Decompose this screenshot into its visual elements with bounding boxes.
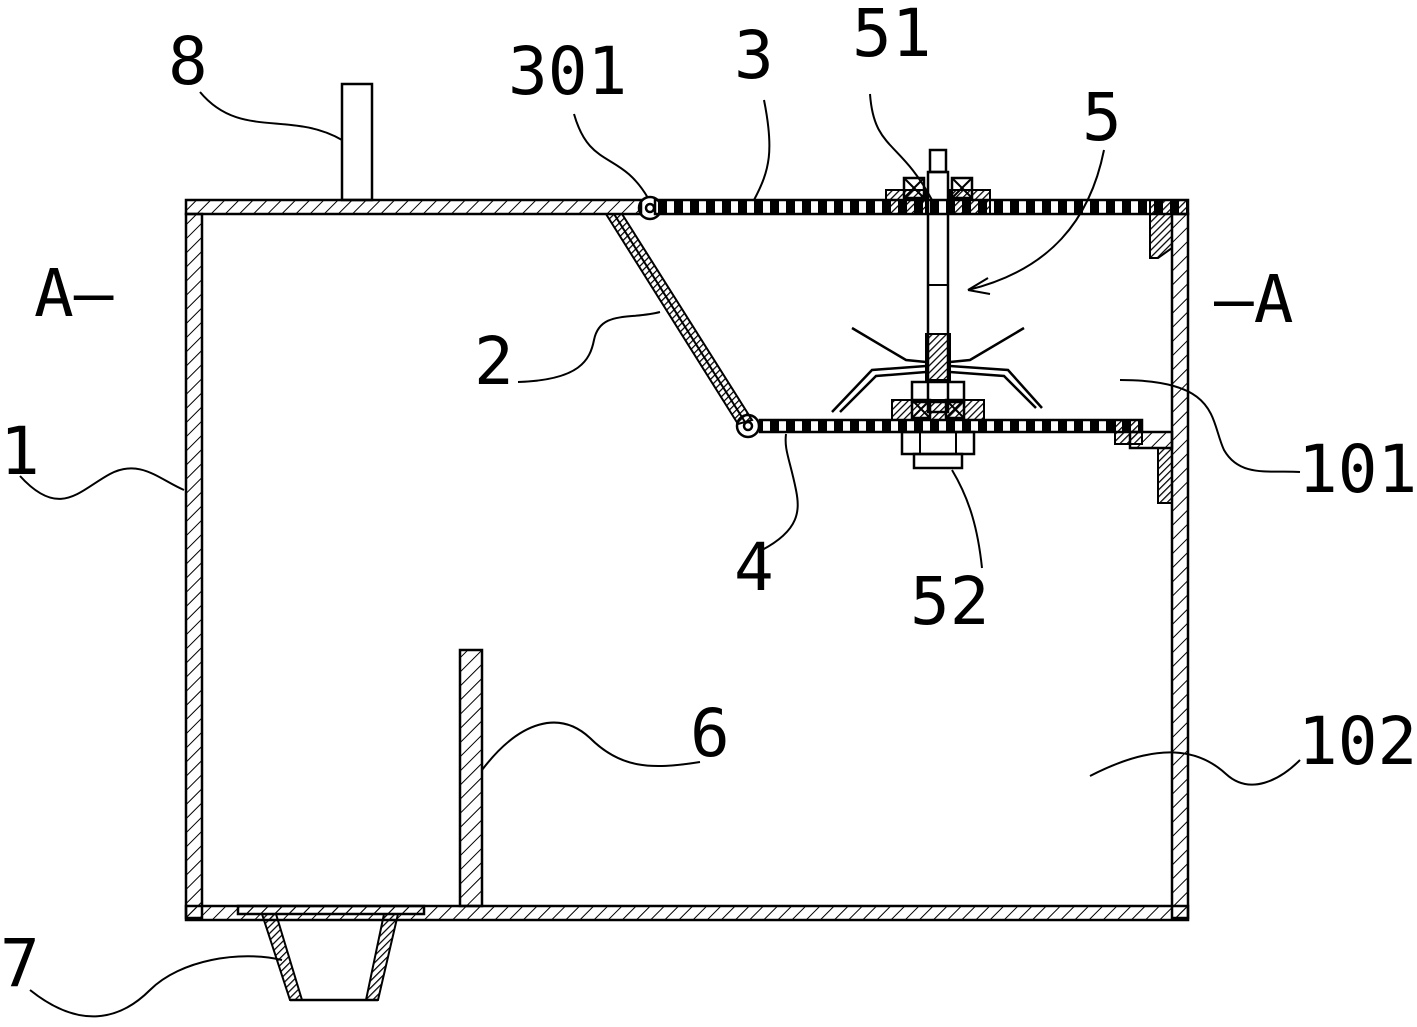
label-1: 1 bbox=[0, 413, 40, 490]
label-101: 101 bbox=[1298, 431, 1417, 508]
section-label-left: A— bbox=[34, 255, 114, 332]
hinge-301 bbox=[637, 195, 663, 221]
bottom-wall bbox=[184, 904, 1190, 922]
label-8: 8 bbox=[168, 23, 208, 100]
section-label-right: —A bbox=[1214, 261, 1293, 338]
link-rod-2 bbox=[604, 213, 754, 426]
shaft-assembly-5 bbox=[831, 148, 1043, 470]
label-102: 102 bbox=[1298, 703, 1417, 780]
housing bbox=[184, 198, 1190, 922]
label-2: 2 bbox=[474, 323, 514, 400]
label-3: 3 bbox=[734, 17, 774, 94]
labels: 8 301 3 51 5 2 101 1 4 52 6 102 7 A— —A bbox=[0, 0, 1417, 1002]
leader-lines bbox=[19, 91, 1301, 1018]
label-52: 52 bbox=[910, 563, 989, 640]
top-plate bbox=[184, 198, 643, 216]
baffle-6 bbox=[458, 648, 484, 908]
outlet-funnel-7 bbox=[236, 904, 426, 1002]
left-wall bbox=[184, 212, 204, 920]
label-7: 7 bbox=[0, 925, 40, 1002]
label-51: 51 bbox=[852, 0, 931, 72]
right-wall bbox=[1170, 212, 1190, 920]
label-5: 5 bbox=[1082, 79, 1122, 156]
label-4: 4 bbox=[734, 529, 774, 606]
pipe-8 bbox=[340, 82, 374, 202]
label-301: 301 bbox=[508, 33, 627, 110]
label-6: 6 bbox=[690, 695, 730, 772]
